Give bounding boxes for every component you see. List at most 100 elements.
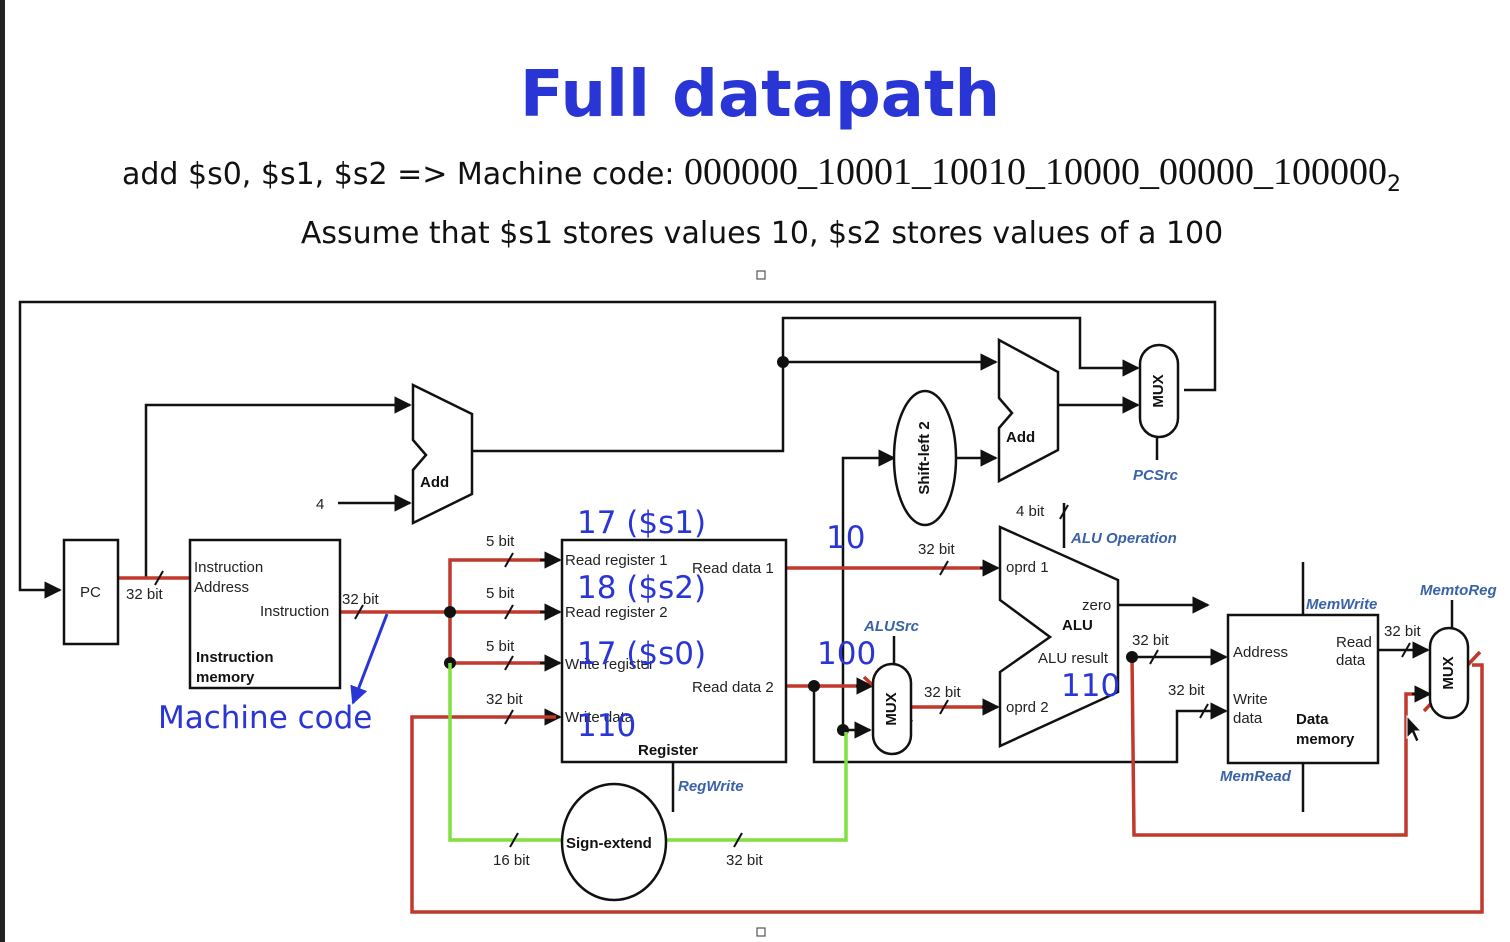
alu-result-label: ALU result [1038,650,1109,667]
sign-extend-label: Sign-extend [566,835,652,852]
pc-next-wire [18,300,1217,599]
dmem-write-label: Write [1233,691,1268,708]
memtoreg-mux [1428,626,1470,720]
rs-annotation: 17 ($s1) [577,505,706,541]
bus-tick [354,604,364,620]
pc-to-adder-wire [144,396,412,578]
pcsrc-label: PCSrc [1133,467,1179,484]
imem-address-label: Address [194,579,249,596]
regwrite-label: RegWrite [678,778,744,795]
rs-wire-active [448,558,558,612]
pc-plus4-to-mux-wire [781,316,1140,377]
width-label: 32 bit [1384,623,1422,640]
write-data-annotation: 110 [577,708,636,744]
read-data2-label: Read data 2 [692,679,774,696]
sign-extend-unit [560,782,668,902]
pc-register [62,538,120,646]
dmem-read-label-2: data [1336,652,1366,669]
dmem-write-label-2: data [1233,710,1263,727]
branch-adder-label: Add [1006,429,1035,446]
pc-source-mux [1138,343,1180,439]
width-label: 32 bit [126,586,164,603]
pc-adder-label: Add [420,474,449,491]
alu-operand2-label: oprd 2 [1006,699,1049,716]
machine-code-value: 000000_10001_10010_10000_00000_100000 [684,151,1388,193]
memread-label: MemRead [1220,768,1292,785]
width-label: 32 bit [342,591,380,608]
machine-code-base: 2 [1387,172,1402,197]
alu-label: ALU [1062,617,1093,634]
width-label: 32 bit [918,541,956,558]
machine-code-annotation: Machine code [158,700,372,736]
register-file-label: Register [638,742,698,759]
branch-adder [997,337,1060,484]
selection-handle[interactable] [756,270,766,280]
selection-handle[interactable] [756,927,766,937]
data-memory [1226,613,1380,765]
alu [998,525,1120,748]
memtoreg-label: MemtoReg [1420,582,1497,599]
dmem-name-label-2: memory [1296,731,1355,748]
bus-tick [509,832,519,848]
register-file [560,538,788,764]
width-label: 32 bit [924,684,962,701]
pc-adder [411,382,474,526]
alu-mux-label: MUX [883,692,900,725]
const-four-label: 4 [316,496,324,513]
bus-tick [1401,642,1411,658]
write-data-wire [812,686,1228,764]
dmem-address-label: Address [1233,644,1288,661]
bus-tick [504,655,514,671]
junction [444,606,456,618]
width-label: 32 bit [1132,632,1170,649]
bus-tick [939,560,949,576]
bus-tick [1199,703,1209,719]
width-label: 32 bit [1168,682,1206,699]
junction [777,356,789,368]
alusrc-label: ALUSrc [863,618,920,635]
shift-input-wire [841,449,896,730]
dmem-name-label: Data [1296,711,1329,728]
pc-plus4-wire [472,353,998,453]
shift-left-label: Shift-left 2 [916,421,933,494]
alu-operation-label: ALU Operation [1070,530,1177,547]
alu-source-mux [871,662,913,756]
imem-name-label-2: memory [196,669,255,686]
alu-result-annotation: 110 [1061,668,1120,704]
width-label: 32 bit [726,852,764,869]
mouse-cursor-icon [1406,714,1423,743]
write-data-label: Write data [565,709,634,726]
assumption-text: Assume that $s1 stores values 10, $s2 st… [300,216,1224,251]
immediate-wire-active [448,663,564,842]
read-register1-label: Read register 1 [565,552,668,569]
bus-tick [504,552,514,568]
window-edge [0,0,5,942]
read-register2-label: Read register 2 [565,604,668,621]
junction [808,680,820,692]
writeback-wire-active [410,663,1484,914]
alu-operand1-label: oprd 1 [1006,559,1049,576]
bus-tick [733,832,743,848]
width-label: 5 bit [486,638,515,655]
pc-label: PC [80,584,101,601]
memtoreg-mux-label: MUX [1440,656,1457,689]
machine-code-arrow [350,613,389,705]
memwrite-label: MemWrite [1306,596,1377,613]
shift-left-unit [892,389,958,527]
read-data1-label: Read data 1 [692,560,774,577]
width-label: 4 bit [1016,503,1045,520]
width-label: 16 bit [493,852,531,869]
read-data1-annotation: 10 [826,520,865,556]
rt-annotation: 18 ($s2) [577,570,706,606]
bus-tick [504,604,514,620]
junction [1126,651,1138,663]
pc-mux-label: MUX [1150,374,1167,407]
alu-zero-label: zero [1082,597,1111,614]
write-register-label: Write register [565,656,654,673]
dmem-read-label: Read [1336,634,1372,651]
slide-title: Full datapath [519,58,1001,132]
read-data2-annotation: 100 [817,636,876,672]
bus-tick [504,709,514,725]
instruction-line: add $s0, $s1, $s2 => Machine code: 00000… [122,150,1401,197]
